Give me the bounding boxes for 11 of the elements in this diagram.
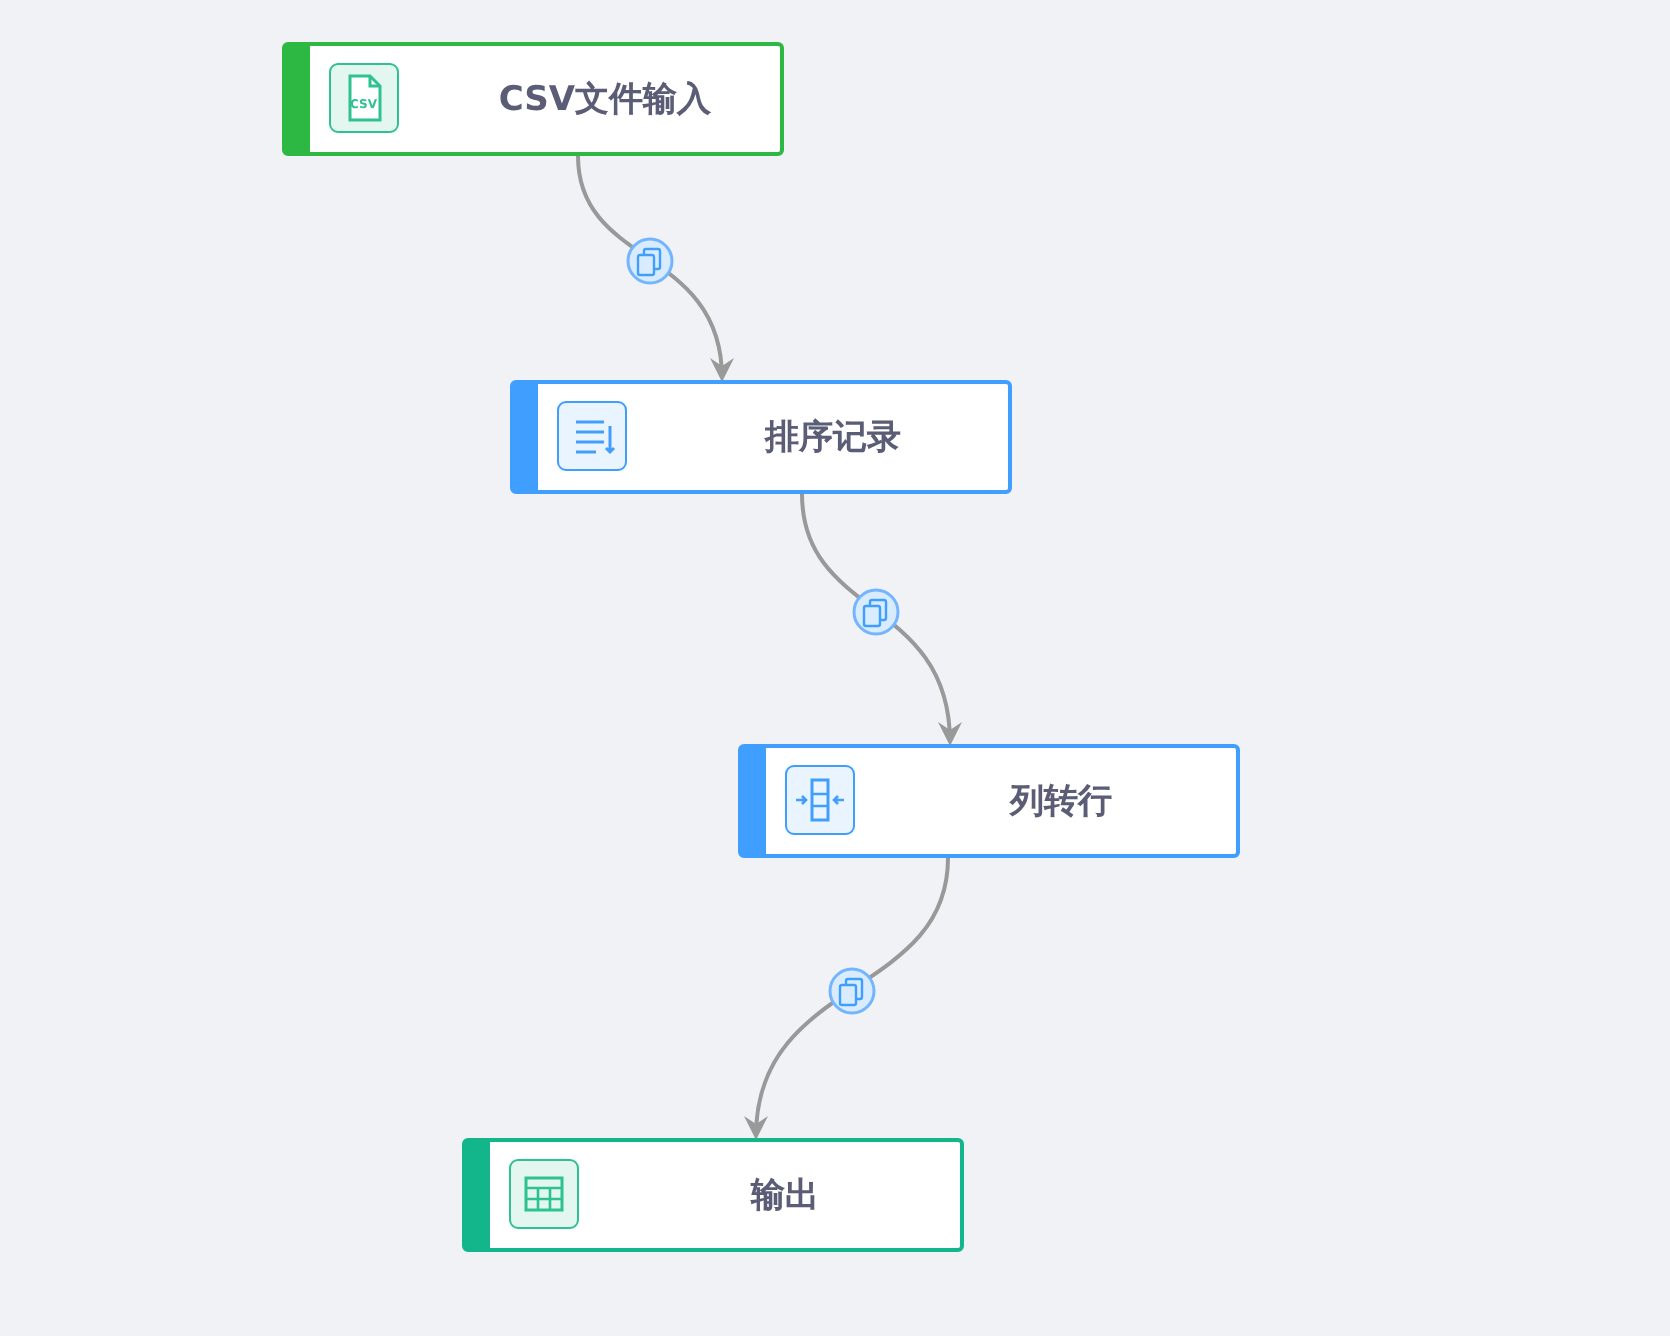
- process-box: [282, 42, 784, 156]
- arrow: [746, 857, 950, 1140]
- node-title: CSV文件输入: [498, 78, 712, 122]
- node-title: 排序记录: [765, 416, 901, 460]
- process-box: [510, 380, 1012, 494]
- arrow: [800, 493, 961, 746]
- arrow: [576, 155, 733, 382]
- node-title: 列转行: [1010, 780, 1112, 824]
- process-box: [462, 1138, 964, 1252]
- node-title: 输出: [751, 1174, 819, 1218]
- process-box: [738, 744, 1240, 858]
